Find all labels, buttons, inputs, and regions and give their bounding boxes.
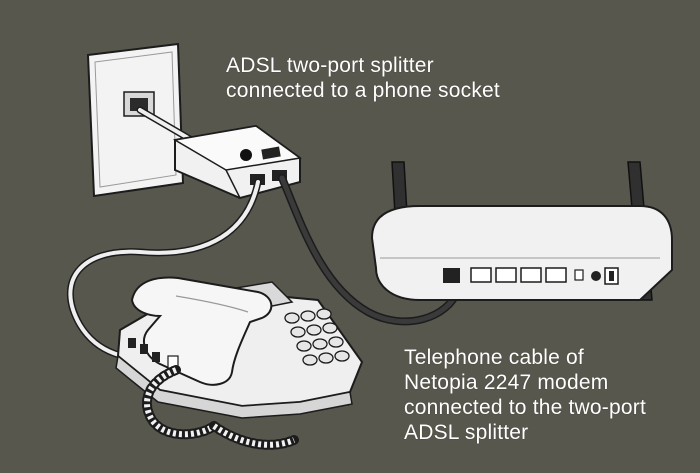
cable-caption-line-2: Netopia 2247 modem	[404, 371, 609, 394]
cable-caption-line-4: ADSL splitter	[404, 421, 529, 444]
router-icon	[370, 161, 673, 301]
cable-caption-line-3: connected to the two-port	[404, 396, 646, 419]
cable-caption-line-1: Telephone cable of	[404, 346, 584, 369]
adsl-splitter-icon	[172, 124, 302, 200]
splitter-caption: ADSL two-port splitter connected to a ph…	[226, 53, 500, 103]
cable-caption: Telephone cable of Netopia 2247 modem co…	[404, 345, 646, 445]
splitter-caption-line-1: ADSL two-port splitter	[226, 54, 434, 77]
desk-phone-icon	[115, 276, 364, 450]
phone-socket-icon	[86, 42, 185, 198]
splitter-caption-line-2: connected to a phone socket	[226, 79, 500, 102]
